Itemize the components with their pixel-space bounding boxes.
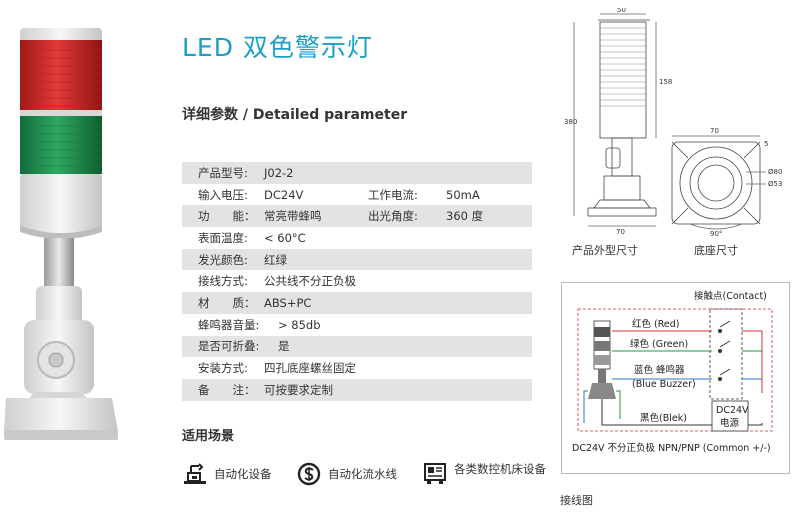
dimension-drawing: 50 158 380 70 70 5 Ø80 Ø53 90° (560, 8, 796, 238)
dim-top-width: 50 (617, 8, 626, 14)
caption-product-dimensions: 产品外型尺寸 (572, 244, 638, 257)
wiring-blue-label: 蓝色 蜂鸣器 (634, 364, 685, 376)
spec-value: 红绿 (264, 252, 287, 267)
dim-outer-dia: Ø80 (768, 168, 782, 176)
wiring-red-label: 红色 (Red) (632, 318, 679, 330)
spec-value: J02-2 (264, 165, 294, 180)
scene-list: 自动化设备 自动化流水线 各类数控机床设备 (182, 462, 546, 496)
wiring-diagram: 接触点(Contact) 红色 (Red) 绿色 (Green) 蓝色 蜂鸣器 … (561, 282, 790, 474)
scene-item: 自动化设备 (182, 462, 272, 486)
spec-label: 工作电流: (368, 187, 418, 202)
spec-row: 备 注： 可按要求定制 (182, 378, 532, 401)
spec-row: 输入电压: DC24V 工作电流: 50mA (182, 183, 532, 206)
spec-row: 发光颜色: 红绿 (182, 248, 532, 271)
scene-label: 各类数控机床设备 (454, 462, 546, 476)
spec-row: 蜂鸣器音量: > 85db (182, 313, 532, 336)
spec-row: 产品型号: J02-2 (182, 162, 532, 184)
dim-base-top: 70 (710, 127, 719, 135)
spec-value: ABS+PC (264, 295, 312, 310)
cnc-machine-icon (424, 463, 446, 484)
spec-label: 蜂鸣器音量: (198, 317, 260, 332)
wiring-black-label: 黑色(Blek) (640, 412, 687, 424)
wiring-diagram-graphic: 接触点(Contact) 红色 (Red) 绿色 (Green) 蓝色 蜂鸣器 … (572, 290, 773, 454)
page-title: LED 双色警示灯 (182, 33, 373, 62)
spec-value: > 85db (278, 317, 321, 332)
wiring-green-label: 绿色 (Green) (630, 338, 688, 350)
spec-row: 接线方式: 公共线不分正负极 (182, 270, 532, 293)
spec-label: 接线方式: (198, 274, 248, 289)
section-heading-scenes: 适用场景 (182, 429, 235, 444)
spec-label: 是否可折叠: (198, 339, 260, 354)
dim-angle: 90° (710, 230, 722, 238)
spec-label: 材 质： (198, 295, 256, 310)
spec-value: DC24V (264, 187, 304, 202)
spec-label: 输入电压: (198, 187, 248, 202)
caption-wiring: 接线图 (560, 494, 593, 507)
spec-label: 发光颜色: (198, 252, 248, 267)
dim-inner-dia: Ø53 (768, 180, 782, 188)
spec-value: 50mA (446, 187, 480, 202)
spec-row: 功 能： 常亮带蜂鸣 出光角度: 360 度 (182, 205, 532, 228)
spec-label: 备 注： (198, 382, 256, 397)
spec-value: 四孔底座螺丝固定 (264, 361, 356, 376)
spec-label: 表面温度: (198, 230, 248, 245)
product-outline-drawing: 50 158 380 70 70 5 Ø80 Ø53 90° (564, 8, 782, 238)
caption-base-dimensions: 底座尺寸 (694, 244, 738, 257)
spec-label: 功 能： (198, 209, 256, 224)
dim-base-side: 5 (764, 140, 768, 148)
dim-light-height: 158 (659, 78, 672, 86)
robot-arm-icon (184, 463, 206, 484)
spec-label: 产品型号: (198, 165, 248, 180)
spec-row: 安装方式: 四孔底座螺丝固定 (182, 357, 532, 379)
spec-value: 是 (278, 339, 290, 354)
scene-item: 自动化流水线 (296, 462, 397, 486)
product-image (4, 28, 118, 440)
spec-table: 产品型号: J02-2 输入电压: DC24V 工作电流: 50mA 功 能： … (182, 162, 532, 401)
section-heading-params: 详细参数 / Detailed parameter (182, 107, 408, 123)
wiring-power-cn-label: 电源 (720, 417, 740, 429)
scene-item: 各类数控机床设备 (422, 462, 550, 486)
dim-base-width: 70 (616, 228, 625, 236)
spec-row: 材 质： ABS+PC (182, 292, 532, 314)
spec-value: 常亮带蜂鸣 (264, 209, 322, 224)
dollar-circle-icon (297, 462, 321, 486)
spec-row: 是否可折叠: 是 (182, 335, 532, 358)
dim-total-height: 380 (564, 118, 577, 126)
spec-value: 公共线不分正负极 (264, 274, 356, 289)
scene-label: 自动化流水线 (328, 467, 397, 481)
spec-value: 可按要求定制 (264, 382, 333, 397)
wiring-power-label: DC24V (716, 405, 749, 416)
scene-label: 自动化设备 (214, 467, 272, 481)
wiring-bottom-label: DC24V 不分正负极 NPN/PNP (Common +/-) (572, 442, 771, 454)
spec-value: 360 度 (446, 209, 484, 224)
spec-value: < 60°C (264, 230, 306, 245)
wiring-blue-en-label: (Blue Buzzer) (632, 379, 696, 390)
wiring-contact-label: 接触点(Contact) (694, 290, 767, 302)
spec-row: 表面温度: < 60°C (182, 227, 532, 249)
spec-label: 出光角度: (368, 209, 418, 224)
spec-label: 安装方式: (198, 361, 248, 376)
